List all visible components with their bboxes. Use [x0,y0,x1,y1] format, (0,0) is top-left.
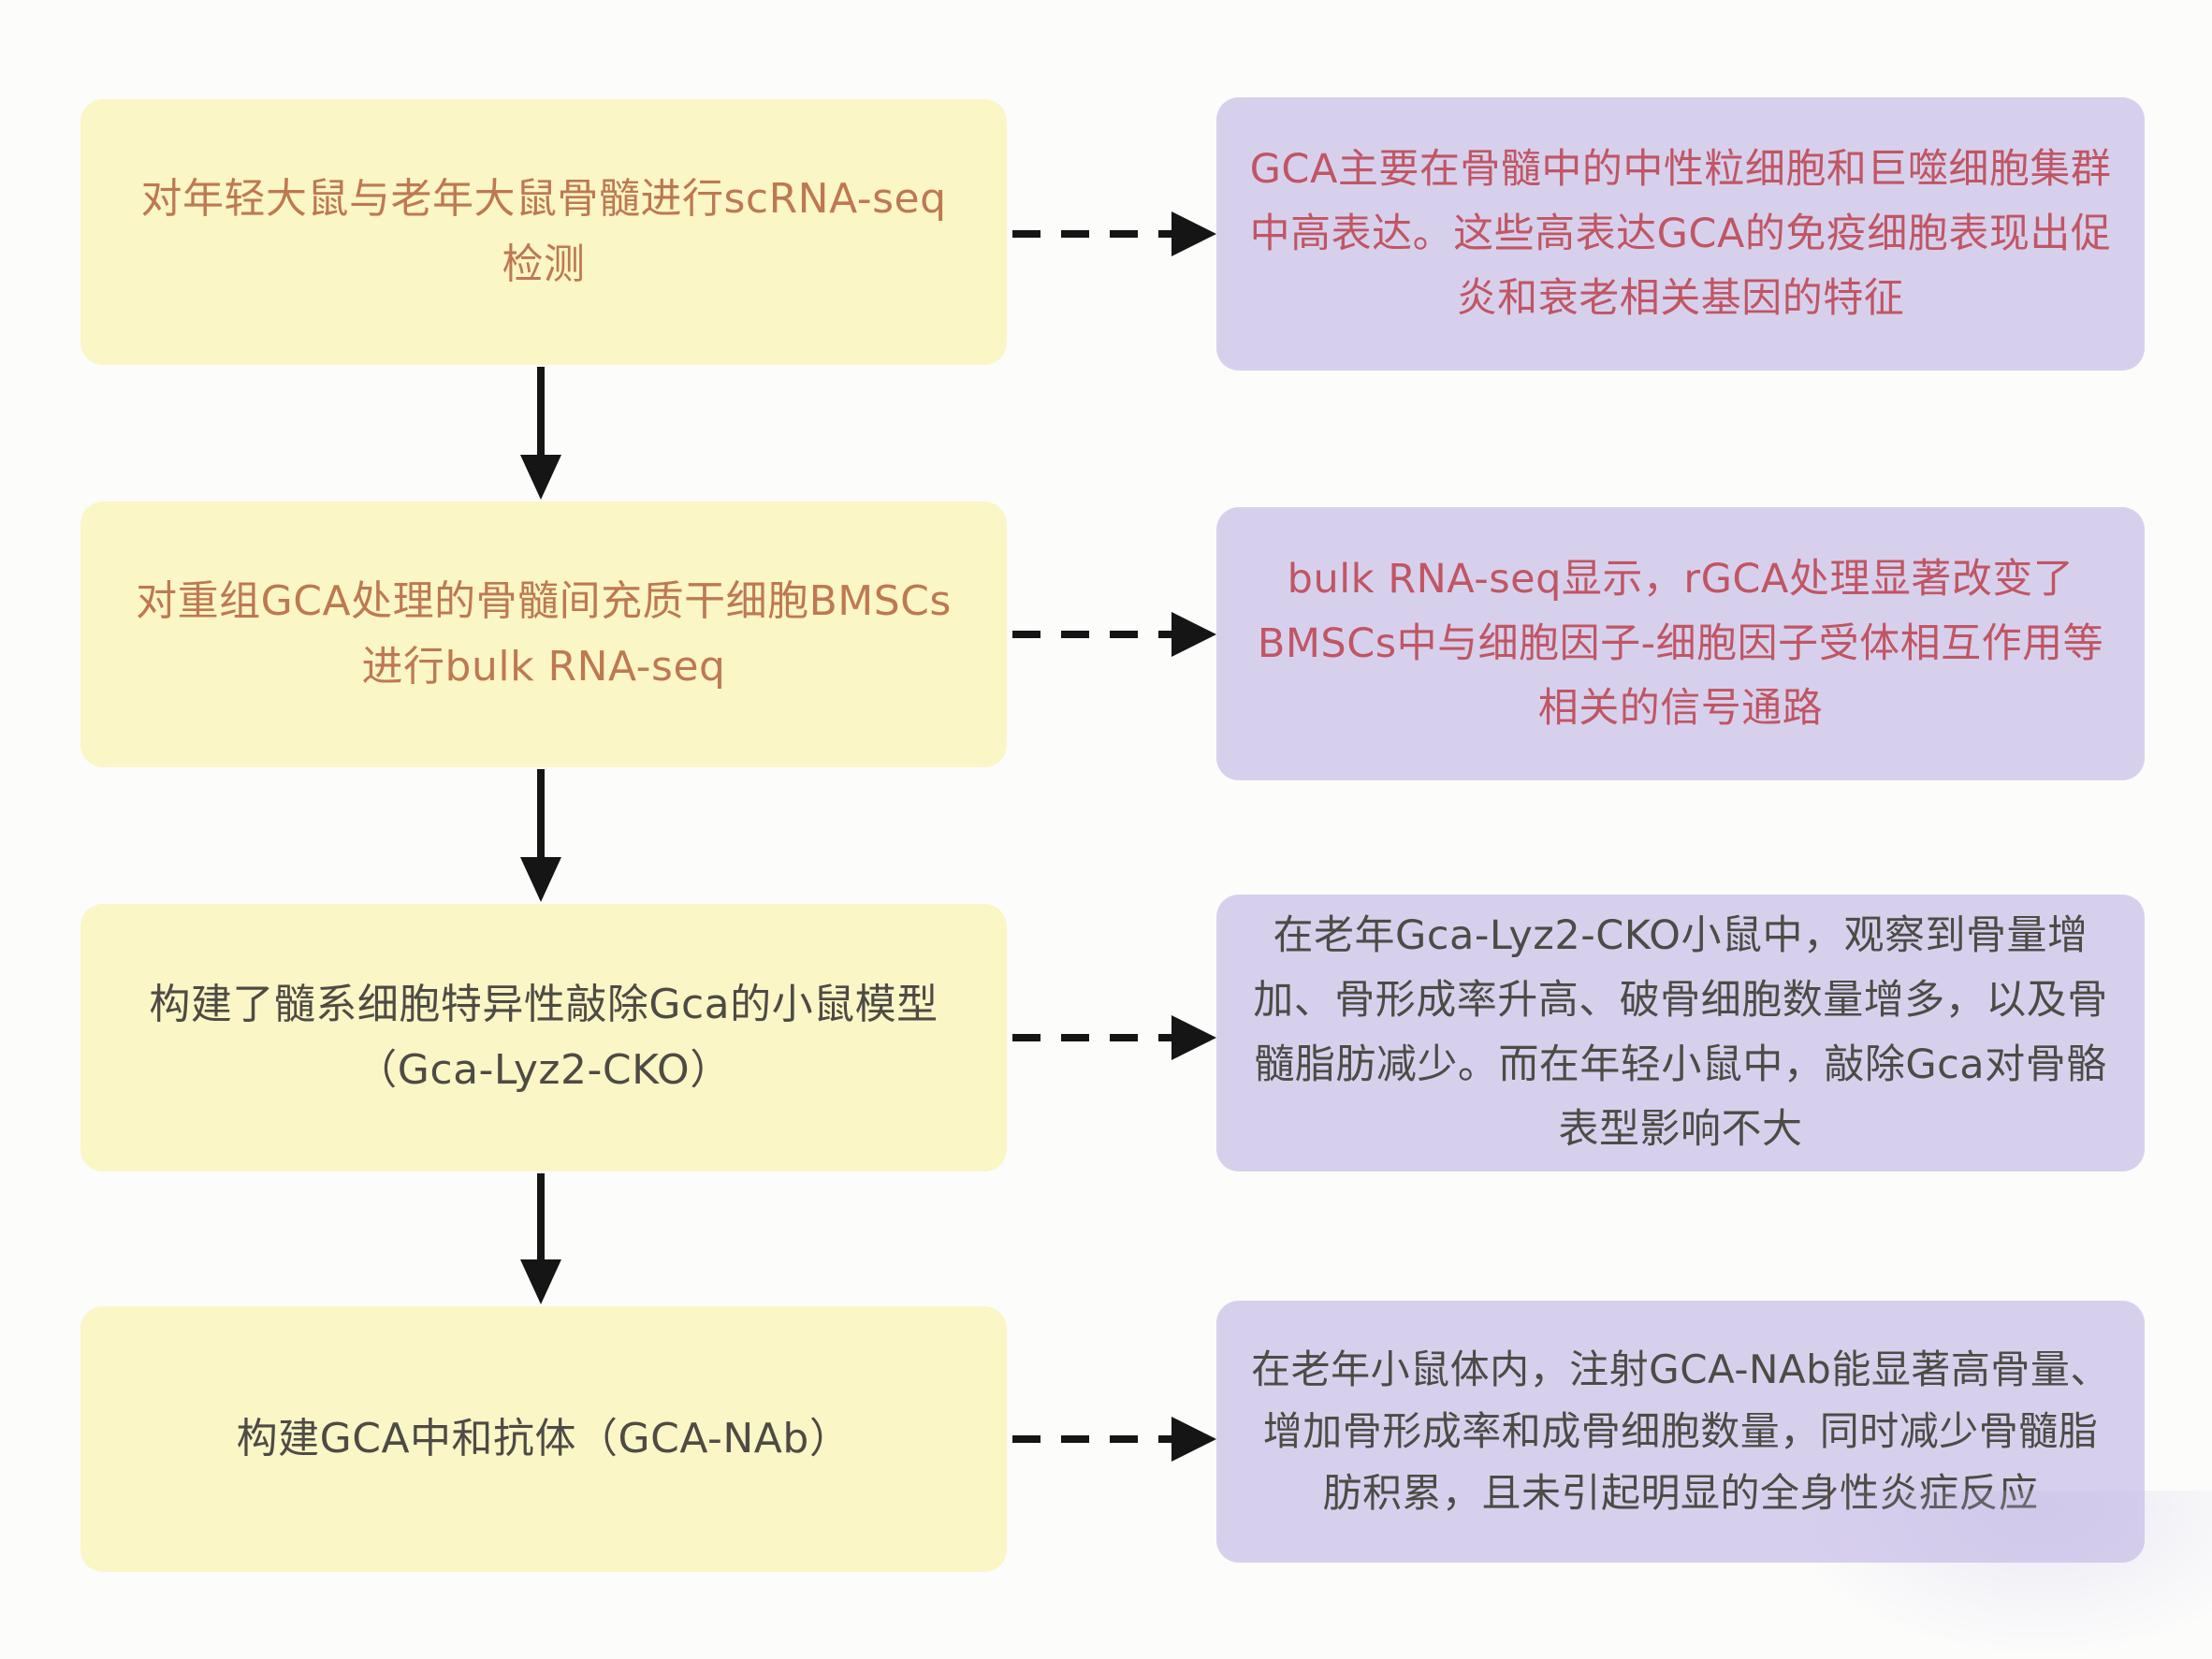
step-box-2: 对重组GCA处理的骨髓间充质干细胞BMSCs进行bulk RNA-seq [80,502,1007,767]
down-arrow-line [537,367,545,458]
result-box-2: bulk RNA-seq显示，rGCA处理显著改变了BMSCs中与细胞因子-细胞… [1216,507,2145,780]
down-arrow-line [537,1173,545,1263]
result-box-4: 在老年小鼠体内，注射GCA-NAb能显著高骨量、增加骨形成率和成骨细胞数量，同时… [1216,1301,2145,1563]
down-arrow-line [537,769,545,861]
right-arrow-head-icon [1171,612,1216,657]
result-text-2: bulk RNA-seq显示，rGCA处理显著改变了BMSCs中与细胞因子-细胞… [1257,555,2104,732]
dashed-arrow-line [1012,230,1177,238]
dashed-right-arrow-1 [1012,211,1216,256]
down-arrow-3 [520,1173,561,1304]
dashed-arrow-line [1012,1435,1177,1443]
dashed-right-arrow-4 [1012,1417,1216,1462]
result-text-1: GCA主要在骨髓中的中性粒细胞和巨噬细胞集群中高表达。这些高表达GCA的免疫细胞… [1249,145,2112,322]
dashed-arrow-line [1012,631,1177,638]
down-arrow-head-icon [520,455,561,500]
down-arrow-head-icon [520,857,561,902]
right-arrow-head-icon [1171,211,1216,256]
step-text-3: 构建了髓系细胞特异性敲除Gca的小鼠模型（Gca-Lyz2-CKO） [149,981,939,1094]
result-text-4: 在老年小鼠体内，注射GCA-NAb能显著高骨量、增加骨形成率和成骨细胞数量，同时… [1251,1346,2110,1516]
result-box-1: GCA主要在骨髓中的中性粒细胞和巨噬细胞集群中高表达。这些高表达GCA的免疫细胞… [1216,97,2145,371]
result-box-3: 在老年Gca-Lyz2-CKO小鼠中，观察到骨量增加、骨形成率升高、破骨细胞数量… [1216,895,2145,1171]
down-arrow-head-icon [520,1259,561,1304]
step-text-4: 构建GCA中和抗体（GCA-NAb） [236,1415,851,1463]
right-arrow-head-icon [1171,1417,1216,1462]
step-box-3: 构建了髓系细胞特异性敲除Gca的小鼠模型（Gca-Lyz2-CKO） [80,904,1007,1171]
down-arrow-1 [520,367,561,500]
dashed-right-arrow-2 [1012,612,1216,657]
result-text-3: 在老年Gca-Lyz2-CKO小鼠中，观察到骨量增加、骨形成率升高、破骨细胞数量… [1253,912,2108,1153]
dashed-arrow-line [1012,1034,1177,1041]
down-arrow-2 [520,769,561,902]
right-arrow-head-icon [1171,1015,1216,1060]
step-box-4: 构建GCA中和抗体（GCA-NAb） [80,1306,1007,1572]
step-text-2: 对重组GCA处理的骨髓间充质干细胞BMSCs进行bulk RNA-seq [136,577,952,691]
step-box-1: 对年轻大鼠与老年大鼠骨髓进行scRNA-seq检测 [80,99,1007,365]
dashed-right-arrow-3 [1012,1015,1216,1060]
step-text-1: 对年轻大鼠与老年大鼠骨髓进行scRNA-seq检测 [140,175,947,288]
